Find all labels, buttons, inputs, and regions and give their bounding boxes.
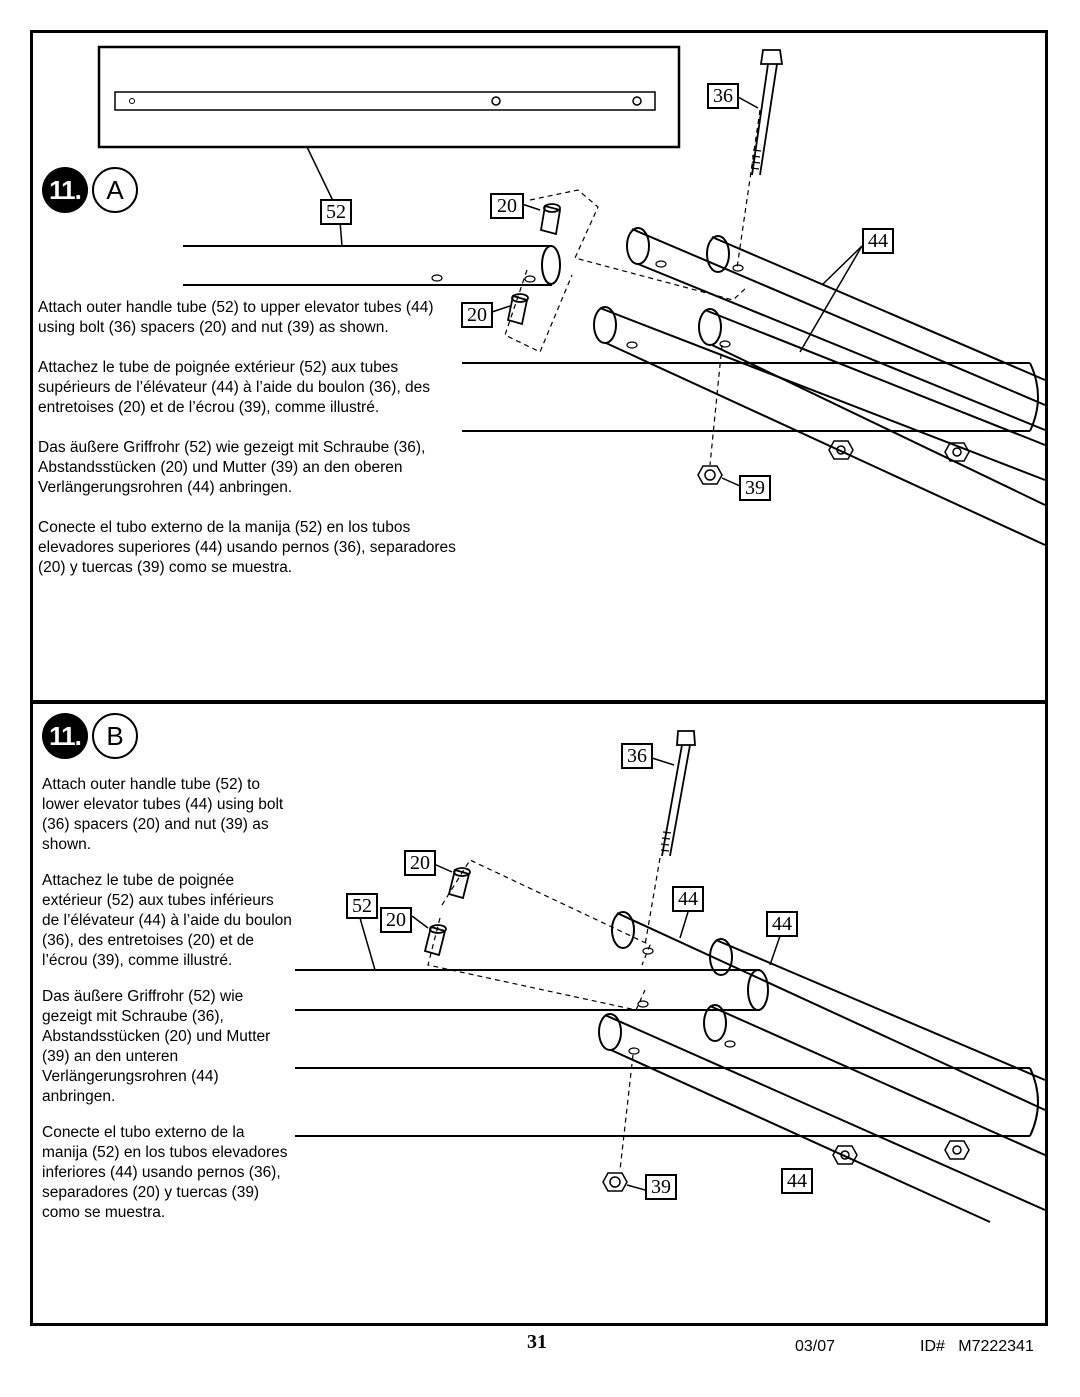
callout-nut-39: 39 (645, 1174, 677, 1200)
step-number-badge: 11. (42, 167, 88, 213)
callout-nut-39: 39 (739, 475, 771, 501)
instruction-german: Das äußere Griffrohr (52) wie gezeigt mi… (42, 988, 271, 1105)
instruction-german: Das äußere Griffrohr (52) wie gezeigt mi… (38, 439, 426, 496)
instruction-french: Attachez le tube de poignée extérieur (5… (42, 872, 292, 969)
instruction-english: Attach outer handle tube (52) to upper e… (38, 299, 434, 336)
callout-elevator-tube-44: 44 (672, 886, 704, 912)
callout-elevator-tube-44: 44 (781, 1168, 813, 1194)
page-number: 31 (527, 1331, 547, 1353)
callout-spacer-20: 20 (404, 850, 436, 876)
callout-handle-tube-52: 52 (346, 893, 378, 919)
callout-spacer-20: 20 (461, 302, 493, 328)
callout-bolt-36: 36 (707, 83, 739, 109)
instruction-english: Attach outer handle tube (52) to lower e… (42, 776, 284, 853)
step-11b-panel (30, 700, 1048, 1326)
step-letter-badge: A (92, 167, 138, 213)
step-11a-header: 11. A (42, 167, 138, 213)
step-number-badge: 11. (42, 713, 88, 759)
date-code: 03/07 (795, 1338, 836, 1355)
callout-spacer-20: 20 (380, 907, 412, 933)
callout-elevator-tube-44: 44 (862, 228, 894, 254)
document-id: ID# M7222341 (920, 1338, 1034, 1355)
step-11b-instructions: Attach outer handle tube (52) to lower e… (42, 775, 292, 1223)
instruction-french: Attachez le tube de poignée extérieur (5… (38, 359, 431, 416)
callout-spacer-20: 20 (490, 193, 524, 219)
instruction-spanish: Conecte el tubo externo de la manija (52… (38, 519, 456, 576)
instruction-spanish: Conecte el tubo externo de la manija (52… (42, 1124, 288, 1221)
callout-handle-tube-52: 52 (320, 199, 352, 225)
callout-elevator-tube-44: 44 (766, 911, 798, 937)
step-11a-instructions: Attach outer handle tube (52) to upper e… (38, 298, 463, 578)
callout-bolt-36: 36 (621, 743, 653, 769)
step-letter-badge: B (92, 713, 138, 759)
step-11b-header: 11. B (42, 713, 138, 759)
